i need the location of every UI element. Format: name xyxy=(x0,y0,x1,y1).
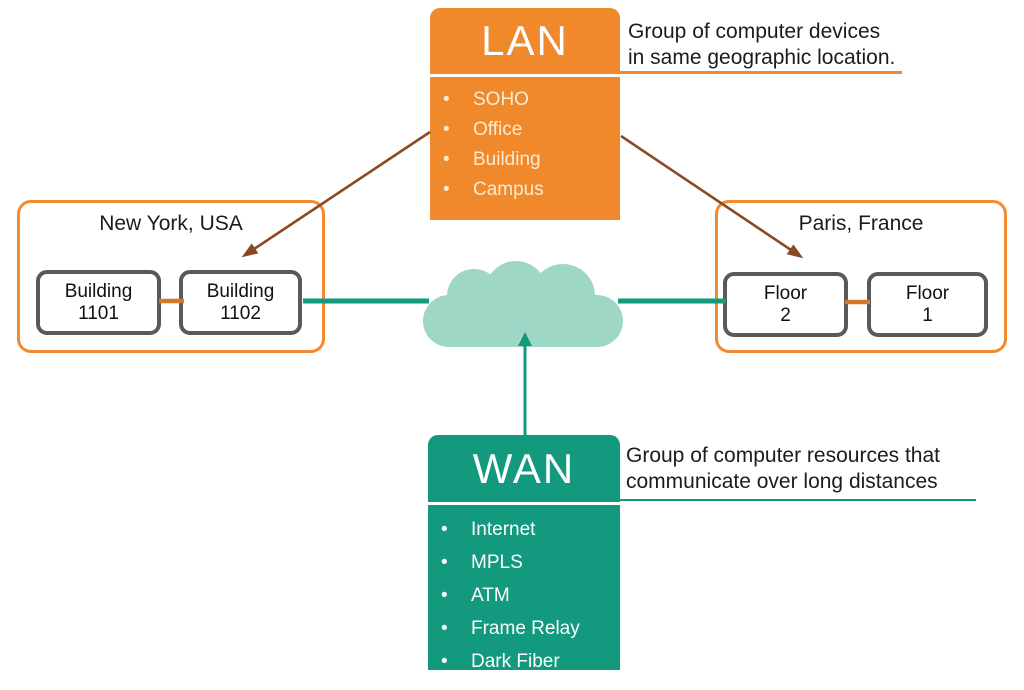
lan-divider xyxy=(430,74,620,77)
wan-description-underline xyxy=(620,499,976,501)
wan-bullet-item: Internet xyxy=(428,513,620,546)
lan-description-line2: in same geographic location. xyxy=(628,46,896,69)
newyork-title: New York, USA xyxy=(99,212,243,235)
lan-box: LAN SOHO Office Building Campus xyxy=(430,8,620,220)
building-1101-label-line1: Building xyxy=(64,280,133,302)
wan-title: WAN xyxy=(472,444,576,492)
lan-bullet-list: SOHO Office Building Campus xyxy=(430,77,620,205)
floor-1-node: Floor 1 xyxy=(867,272,988,337)
lan-bullet-item: SOHO xyxy=(430,85,620,115)
floor-2-label-line2: 2 xyxy=(780,304,791,326)
building-1102-node: Building 1102 xyxy=(179,270,302,335)
floor-2-node: Floor 2 xyxy=(723,272,848,337)
lan-bullet-item: Campus xyxy=(430,175,620,205)
wan-box: WAN Internet MPLS ATM Frame Relay Dark F… xyxy=(428,435,620,670)
paris-group: Paris, France Floor 2 Floor 1 xyxy=(715,200,1007,353)
lan-description-line1: Group of computer devices xyxy=(628,20,881,43)
floor-1-label-line2: 1 xyxy=(922,304,933,326)
building-1101-node: Building 1101 xyxy=(36,270,161,335)
building-1102-label-line1: Building xyxy=(206,280,275,302)
wan-description-line1: Group of computer resources that xyxy=(626,444,940,467)
wan-bullet-item: Frame Relay xyxy=(428,612,620,645)
paris-title: Paris, France xyxy=(798,212,924,235)
wan-description: Group of computer resources that communi… xyxy=(626,443,940,495)
wan-divider xyxy=(428,502,620,505)
floor-2-label-line1: Floor xyxy=(763,282,808,304)
wan-bullet-list: Internet MPLS ATM Frame Relay Dark Fiber xyxy=(428,505,620,670)
wan-bullet-item: Dark Fiber xyxy=(428,645,620,670)
wan-bullet-item: MPLS xyxy=(428,546,620,579)
lan-bullet-item: Building xyxy=(430,145,620,175)
lan-description: Group of computer devices in same geogra… xyxy=(628,19,895,71)
building-1102-label-line2: 1102 xyxy=(220,302,261,324)
lan-description-underline xyxy=(620,71,902,74)
floor-1-label-line1: Floor xyxy=(905,282,950,304)
newyork-group: New York, USA Building 1101 Building 110… xyxy=(17,200,325,353)
wan-bullet-item: ATM xyxy=(428,579,620,612)
cloud-base xyxy=(423,295,623,347)
internet-cloud-icon xyxy=(423,253,623,347)
wan-description-line2: communicate over long distances xyxy=(626,470,938,493)
building-1101-label-line2: 1101 xyxy=(78,302,119,324)
lan-title: LAN xyxy=(481,17,569,64)
lan-bullet-item: Office xyxy=(430,115,620,145)
